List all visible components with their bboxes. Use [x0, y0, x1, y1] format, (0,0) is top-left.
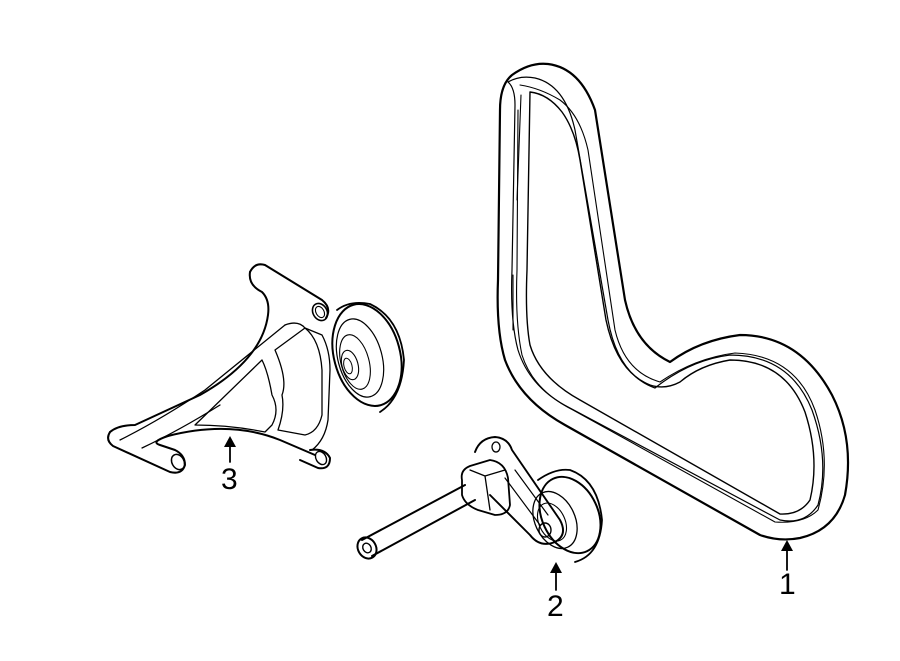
- callout-arrow-3: [224, 436, 236, 463]
- callout-label-2: 2: [547, 590, 564, 623]
- callout-label-3: 3: [221, 463, 238, 496]
- idler-pulley-bracket[interactable]: [107, 263, 412, 474]
- callout-label-1: 1: [779, 568, 796, 601]
- callout-arrow-2: [550, 562, 562, 591]
- belt-tensioner[interactable]: [354, 436, 613, 563]
- callout-arrow-1: [781, 540, 793, 571]
- serpentine-belt[interactable]: [496, 62, 850, 541]
